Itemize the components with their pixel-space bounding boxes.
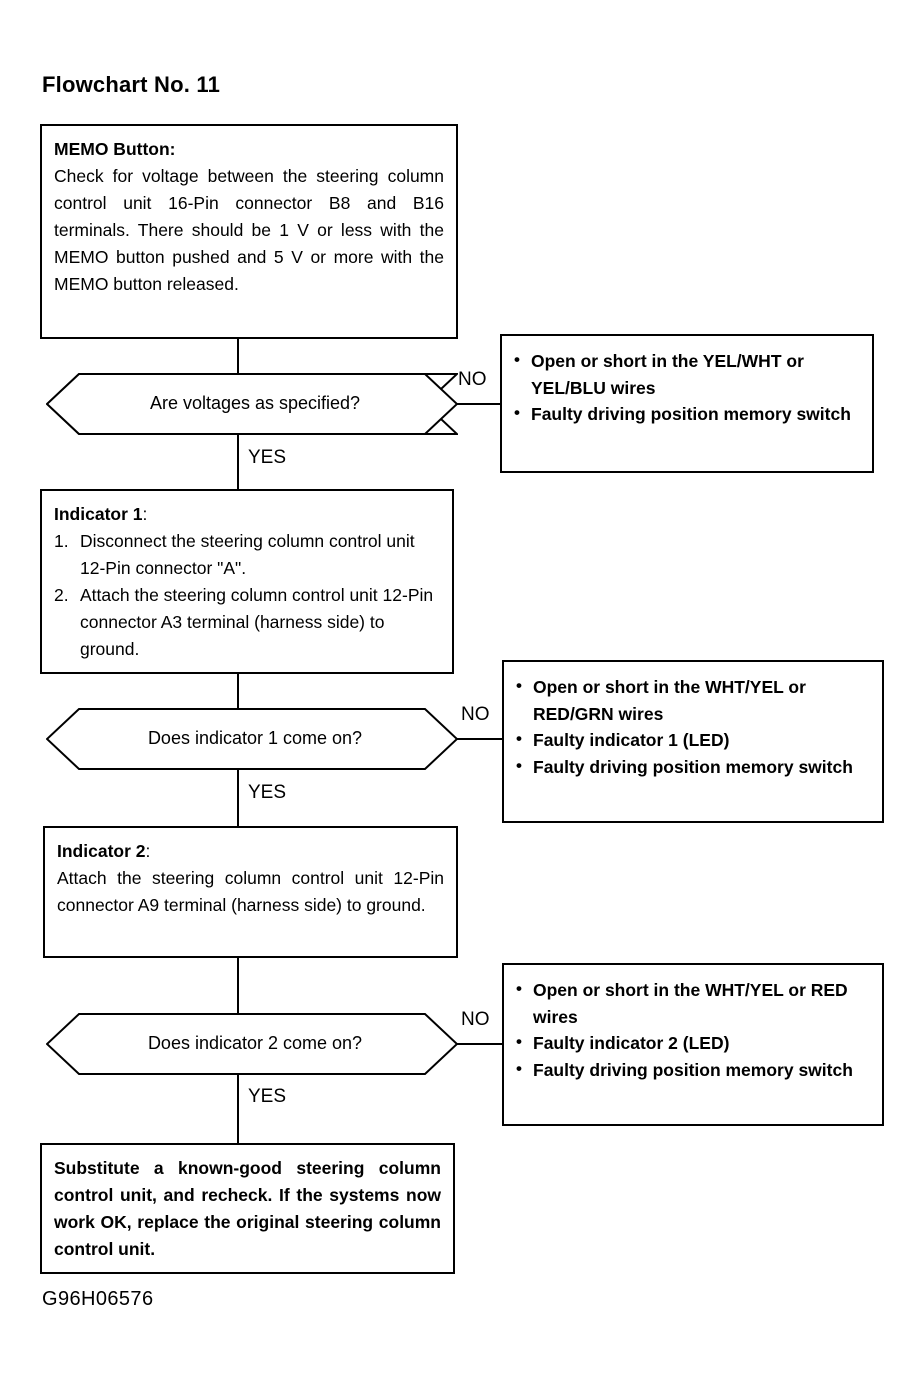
outcome-1-bullet-0: Open or short in the YEL/WHT or YEL/BLU … — [531, 351, 804, 398]
decision-indicator-1-come-on: Does indicator 1 come on? — [46, 708, 458, 770]
connector-decision3-no — [457, 1043, 504, 1045]
connector-decision2-yes — [237, 770, 239, 826]
indicator2-heading: Indicator 2: — [57, 838, 444, 865]
outcome-3-bullet-0: Open or short in the WHT/YEL or RED wire… — [533, 980, 848, 1027]
indicator1-steps: 1. Disconnect the steering column control… — [54, 528, 440, 663]
list-item: • Faulty indicator 2 (LED) — [516, 1030, 872, 1057]
connector-decision2-no — [457, 738, 504, 740]
list-item: 1. Disconnect the steering column control… — [54, 528, 440, 582]
decision2-question: Does indicator 1 come on? — [147, 728, 363, 748]
branch-label-no-3: NO — [461, 1009, 490, 1030]
indicator1-heading: Indicator 1: — [54, 501, 440, 528]
step-number: 2. — [54, 585, 69, 605]
bullet-icon: • — [514, 350, 520, 369]
process-box-substitute: Substitute a known-good steering column … — [40, 1143, 455, 1274]
decision1-question: Are voltages as specified? — [149, 393, 361, 413]
outcome-box-3: • Open or short in the WHT/YEL or RED wir… — [502, 963, 884, 1126]
bullet-icon: • — [516, 755, 522, 775]
indicator1-step-0: Disconnect the steering column control u… — [80, 531, 415, 578]
list-item: • Faulty indicator 1 (LED) — [516, 727, 872, 754]
list-item: • Open or short in the YEL/WHT or YEL/BLU… — [514, 348, 862, 401]
process-box-indicator-1: Indicator 1: 1. Disconnect the steering c… — [40, 489, 454, 674]
bullet-icon: • — [516, 1032, 522, 1051]
decision-voltages-as-specified: Are voltages as specified? — [46, 373, 458, 435]
memo-heading: MEMO Button: — [54, 139, 176, 159]
list-item: • Faulty driving position memory switch — [514, 401, 862, 428]
outcome-box-1: • Open or short in the YEL/WHT or YEL/BLU… — [500, 334, 874, 473]
indicator1-heading-colon: : — [142, 504, 148, 524]
list-item: • Faulty driving position memory switch — [516, 754, 872, 781]
connector-memo-to-decision1 — [237, 339, 239, 373]
branch-label-yes-3: YES — [248, 1086, 287, 1107]
outcome-3-list: • Open or short in the WHT/YEL or RED wir… — [516, 977, 872, 1083]
branch-label-yes-2: YES — [248, 782, 287, 803]
page-title: Flowchart No. 11 — [42, 72, 221, 97]
branch-label-no-2: NO — [461, 704, 490, 725]
bullet-icon: • — [516, 729, 522, 748]
indicator2-body: Attach the steering column control unit … — [57, 868, 444, 915]
outcome-2-list: • Open or short in the WHT/YEL or RED/GRN… — [516, 674, 872, 780]
connector-indicator2-to-decision3 — [237, 958, 239, 1014]
hexagon-shape — [46, 1013, 458, 1075]
outcome-3-bullet-2: Faulty driving position memory switch — [533, 1059, 853, 1080]
outcome-2-bullet-1: Faulty indicator 1 (LED) — [533, 730, 730, 750]
decision-indicator-2-come-on: Does indicator 2 come on? — [46, 1013, 458, 1075]
bullet-icon: • — [516, 1058, 522, 1078]
drawing-code: G96H06576 — [42, 1288, 154, 1310]
bullet-icon: • — [516, 676, 522, 695]
outcome-1-bullet-1: Faulty driving position memory switch — [531, 404, 851, 424]
bullet-icon: • — [516, 979, 522, 998]
branch-label-yes-1: YES — [248, 447, 287, 468]
outcome-1-list: • Open or short in the YEL/WHT or YEL/BLU… — [514, 348, 862, 428]
process-box-indicator-2: Indicator 2: Attach the steering column … — [43, 826, 458, 958]
hexagon-shape — [46, 708, 458, 770]
outcome-2-bullet-2: Faulty driving position memory switch — [533, 756, 853, 777]
connector-decision1-no — [457, 403, 502, 405]
process-box-memo-button: MEMO Button: Check for voltage between t… — [40, 124, 458, 339]
outcome-2-bullet-0: Open or short in the WHT/YEL or RED/GRN … — [533, 677, 806, 724]
list-item: • Faulty driving position memory switch — [516, 1057, 872, 1084]
indicator2-heading-colon: : — [145, 841, 151, 861]
connector-decision1-yes — [237, 435, 239, 489]
decision3-question: Does indicator 2 come on? — [147, 1033, 363, 1053]
list-item: 2. Attach the steering column control uni… — [54, 582, 440, 663]
step-number: 1. — [54, 531, 69, 551]
hexagon-shape — [46, 373, 458, 435]
substitute-body: Substitute a known-good steering column … — [54, 1158, 441, 1259]
bullet-icon: • — [514, 403, 520, 422]
memo-body: Check for voltage between the steering c… — [54, 166, 444, 294]
indicator1-heading-text: Indicator 1 — [54, 504, 143, 524]
outcome-3-bullet-1: Faulty indicator 2 (LED) — [533, 1033, 730, 1053]
indicator2-heading-text: Indicator 2 — [57, 841, 146, 861]
connector-decision3-yes — [237, 1075, 239, 1143]
branch-label-no-1: NO — [458, 369, 487, 390]
list-item: • Open or short in the WHT/YEL or RED wir… — [516, 977, 872, 1030]
indicator1-step-1: Attach the steering column control unit … — [80, 585, 434, 659]
outcome-box-2: • Open or short in the WHT/YEL or RED/GRN… — [502, 660, 884, 823]
connector-indicator1-to-decision2 — [237, 674, 239, 708]
list-item: • Open or short in the WHT/YEL or RED/GRN… — [516, 674, 872, 727]
